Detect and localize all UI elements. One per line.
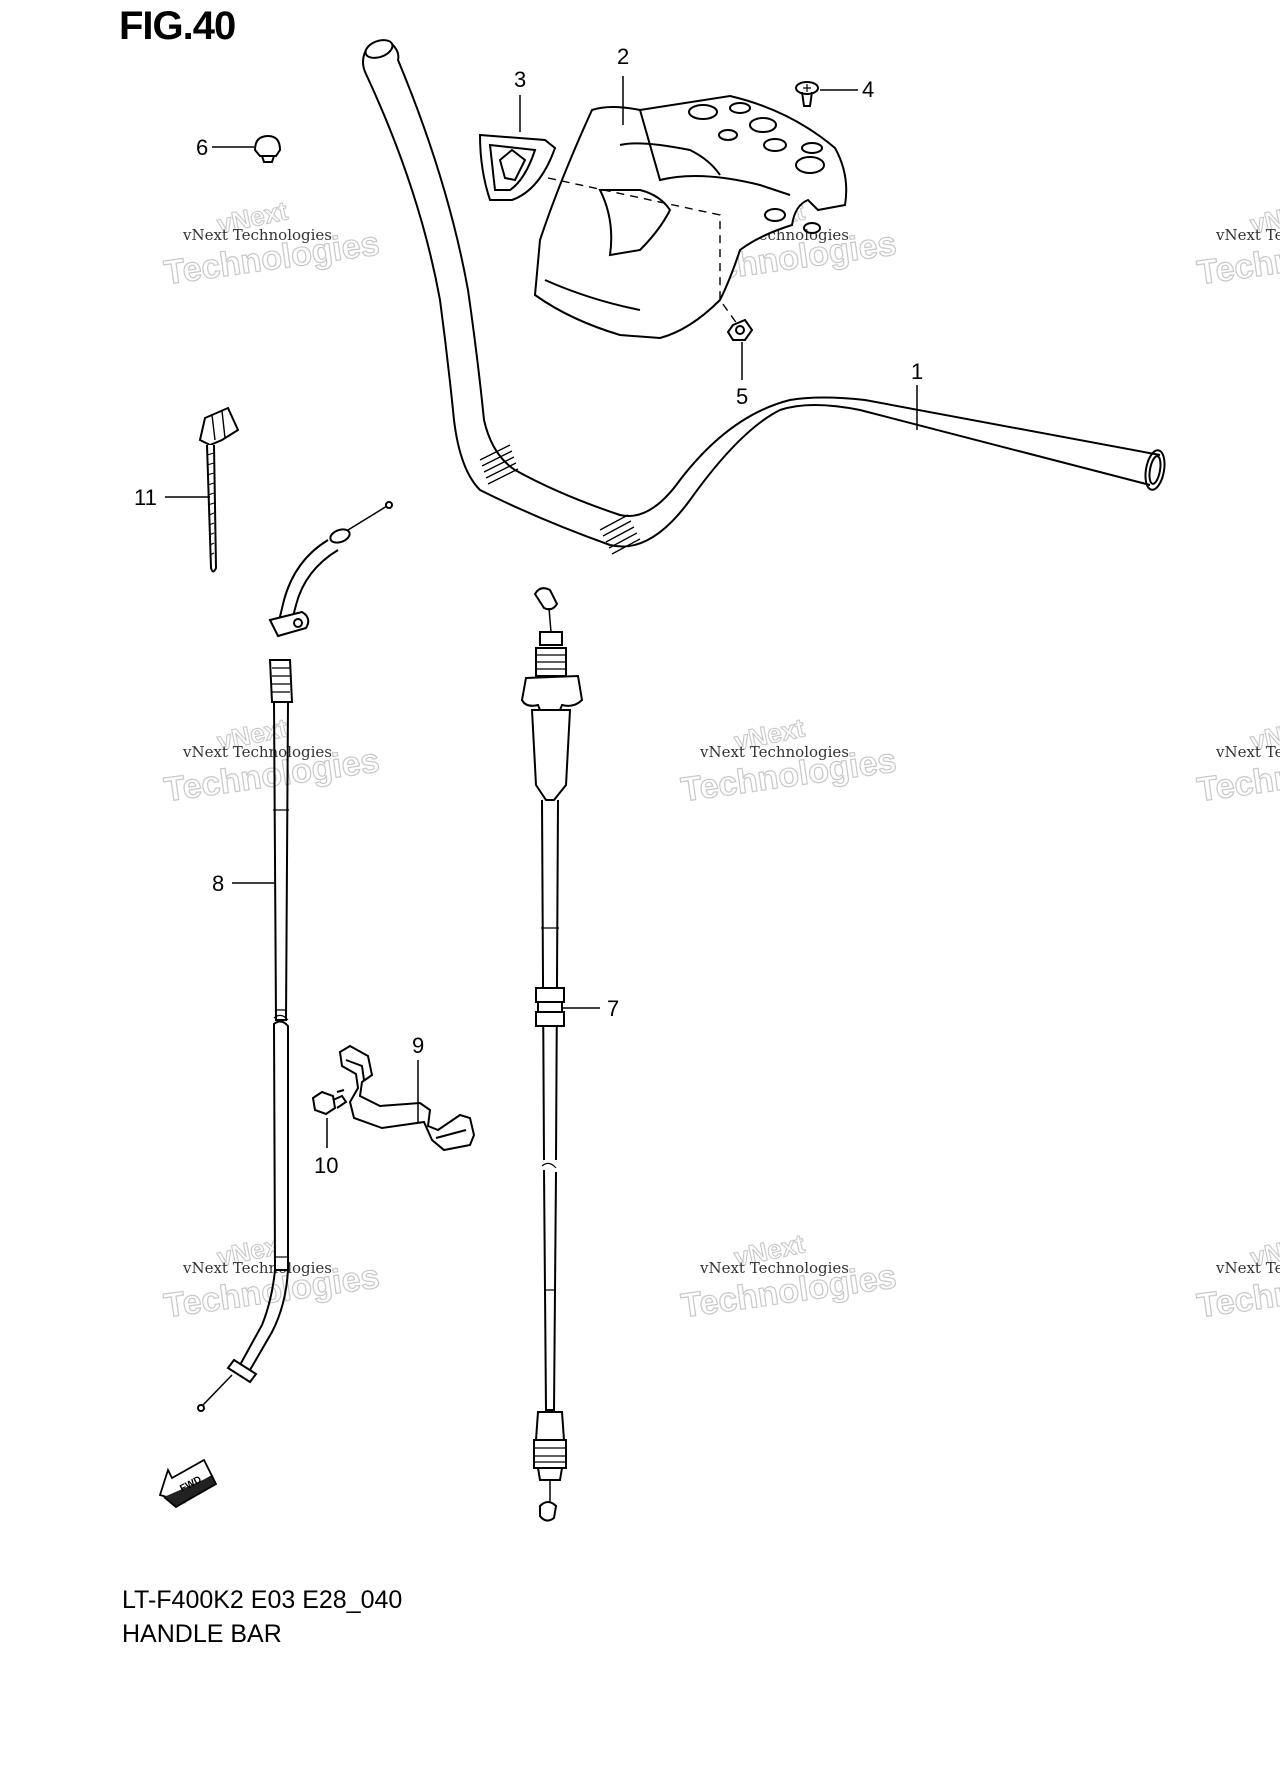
watermark-small: vNext Technologies <box>182 743 332 761</box>
watermark-small: vNext Technologies <box>1215 743 1280 761</box>
watermark-small: vNext Technologies <box>699 743 849 761</box>
cable-guide <box>338 1044 476 1152</box>
label-part-1: 1 <box>911 359 923 384</box>
watermark-small: vNext Technologies <box>1215 226 1280 244</box>
watermark-small: vNext Technologies <box>182 1259 332 1277</box>
handlebar <box>362 39 1166 555</box>
fwd-arrow-icon: FWD <box>158 1458 218 1509</box>
cushion <box>253 134 282 163</box>
part-labels: 1 2 3 4 5 6 7 8 9 10 11 <box>134 44 923 1178</box>
caption-model-code: LT-F400K2 E03 E28_040 <box>122 1586 403 1614</box>
label-part-2: 2 <box>617 44 629 69</box>
watermark-small: vNext Technologies <box>182 226 332 244</box>
nut <box>726 318 754 341</box>
watermark: Technologies vNext vNext Technologies <box>1194 195 1280 293</box>
watermark: Technologies vNext vNext Technologies <box>161 712 382 810</box>
label-part-6: 6 <box>196 135 208 160</box>
label-part-10: 10 <box>314 1153 338 1178</box>
leader-lines <box>165 76 918 1148</box>
caption-title: HANDLE BAR <box>122 1620 282 1648</box>
label-part-8: 8 <box>212 871 224 896</box>
label-part-3: 3 <box>514 67 526 92</box>
label-part-5: 5 <box>736 384 748 409</box>
watermark: Technologies vNext vNext Technologies <box>161 195 382 293</box>
connector-lines <box>547 177 741 329</box>
watermark-top: vNext <box>215 712 291 756</box>
label-part-11: 11 <box>134 485 157 510</box>
label-part-4: 4 <box>862 77 874 102</box>
screw <box>795 81 819 107</box>
clamp <box>198 406 240 573</box>
watermark: Technologies vNext vNext Technologies <box>678 1228 899 1326</box>
watermark: Technologies vNext vNext Technologies <box>678 712 899 810</box>
bolt <box>311 1089 348 1116</box>
fig-title: FIG.40 <box>119 4 236 48</box>
label-part-9: 9 <box>412 1033 424 1058</box>
label-part-7: 7 <box>607 996 619 1021</box>
watermark: Technologies vNext vNext Technologies <box>1194 1228 1280 1326</box>
cable-left <box>197 501 393 1412</box>
watermark-small: vNext Technologies <box>699 1259 849 1277</box>
watermark: Technologies vNext vNext Technologies <box>1194 712 1280 810</box>
watermark: Technologies vNext vNext Technologies <box>161 1228 382 1326</box>
watermark-small: vNext Technologies <box>1215 1259 1280 1277</box>
throttle-cable <box>520 587 584 1522</box>
handlebar-cover <box>533 94 848 340</box>
emblem <box>478 133 557 201</box>
